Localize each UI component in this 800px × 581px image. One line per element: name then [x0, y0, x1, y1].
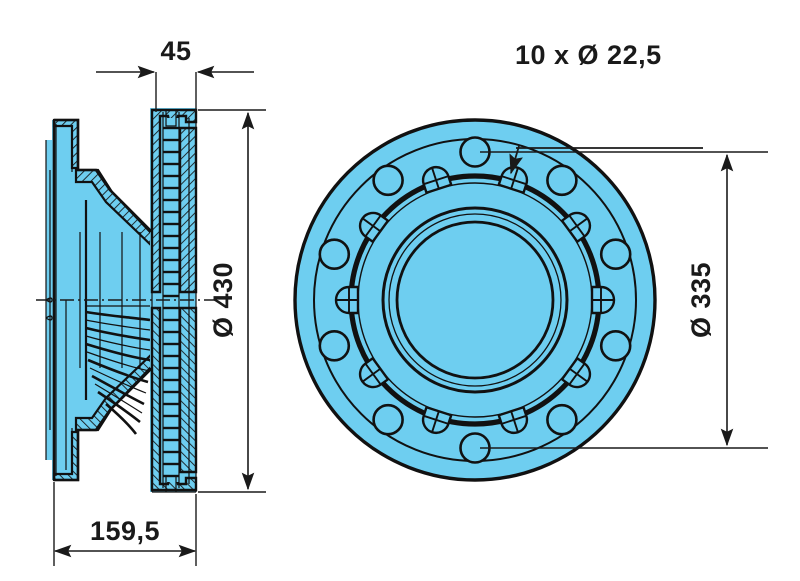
- bolt-hole: [372, 403, 404, 436]
- leader-arrow-bolt-holes: [509, 145, 524, 175]
- dim-label-159-5: 159,5: [90, 516, 160, 546]
- bolt-hole: [372, 164, 404, 197]
- dimension-45: 45: [96, 36, 254, 112]
- friction-ring-section: [150, 108, 198, 493]
- bolt-hole: [318, 329, 351, 362]
- bolt-hole: [546, 403, 578, 436]
- vent-ribs: [163, 126, 179, 478]
- section-view: [36, 108, 216, 493]
- bolt-hole: [599, 238, 632, 270]
- dimension-bolt-holes: 10 x Ø 22,5: [509, 40, 703, 175]
- dim-label-430: Ø 430: [208, 262, 238, 338]
- dimension-335: Ø 335: [480, 151, 768, 449]
- bolt-hole-group: [318, 136, 632, 464]
- front-view: [293, 118, 657, 482]
- dim-label-bolt-holes: 10 x Ø 22,5: [515, 40, 662, 70]
- bolt-hole: [318, 238, 351, 270]
- bolt-hole: [546, 164, 578, 197]
- dim-label-45: 45: [160, 36, 191, 66]
- bolt-hole: [599, 329, 632, 362]
- dim-label-335: Ø 335: [686, 262, 716, 338]
- dimension-159-5: 159,5: [53, 482, 197, 566]
- dimension-430: Ø 430: [198, 109, 266, 493]
